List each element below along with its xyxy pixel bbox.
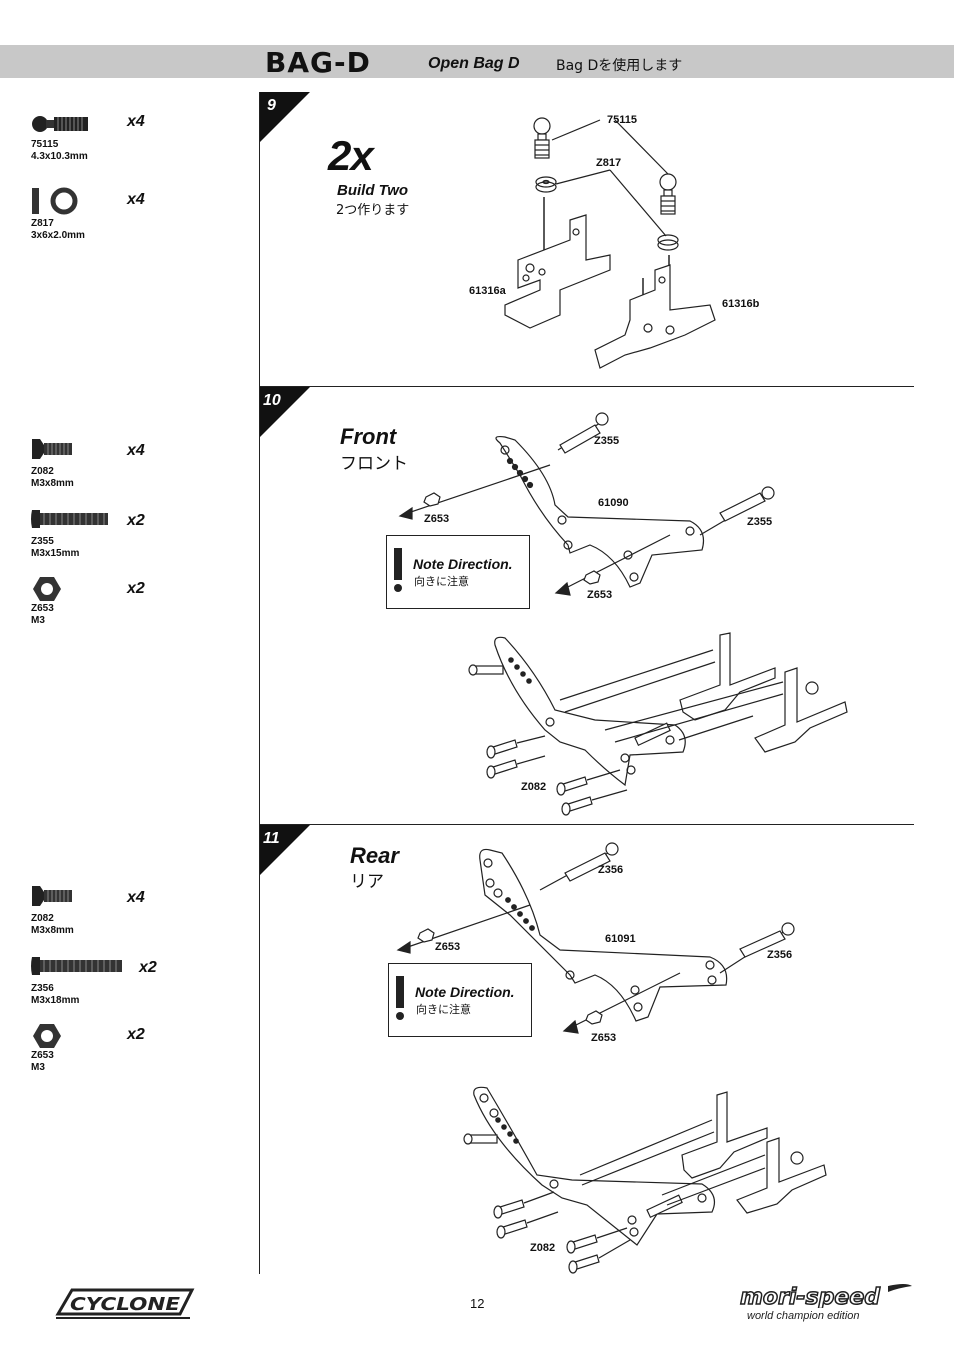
label-z817: Z817 — [596, 157, 622, 169]
part-code-z653-rear: Z653 — [31, 1050, 54, 1061]
bag-title: BAG-D — [265, 46, 371, 79]
exclamation-icon — [396, 976, 404, 1008]
label-z653-left: Z653 — [424, 513, 450, 525]
open-bag-label: Open Bag D — [428, 55, 520, 72]
note-direction-title: Note Direction. — [413, 556, 513, 572]
brand-tagline: world champion edition — [747, 1310, 860, 1322]
page-number: 12 — [470, 1296, 485, 1311]
label-z355-right: Z355 — [747, 516, 773, 528]
label-z082-front: Z082 — [521, 781, 547, 793]
label-61091: 61091 — [605, 933, 636, 945]
ball-stud-icon — [32, 116, 88, 132]
step-11-number: 11 — [263, 830, 280, 847]
part-size-z817: 3x6x2.0mm — [31, 230, 85, 241]
qty-z653-rear: x2 — [127, 1026, 145, 1043]
left-column-divider — [259, 92, 260, 1274]
step-11-exploded-diagram — [396, 842, 795, 1034]
hex-nut-icon — [33, 577, 61, 601]
button-head-screw-icon — [31, 957, 122, 975]
step-divider-9-10 — [259, 386, 914, 387]
part-size-z356: M3x18mm — [31, 995, 80, 1006]
part-size-z355: M3x15mm — [31, 548, 80, 559]
label-z653-right: Z653 — [587, 589, 613, 601]
countersunk-screw-icon — [32, 886, 72, 906]
part-size-z082-rear: M3x8mm — [31, 925, 74, 936]
exclamation-icon — [394, 548, 402, 580]
note-direction-jp: 向きに注意 — [414, 575, 469, 588]
qty-z082-front: x4 — [127, 442, 145, 459]
label-61316a: 61316a — [469, 285, 506, 297]
button-head-screw-icon — [31, 510, 108, 528]
step-11-title-jp: リア — [350, 872, 384, 892]
label-z653-right-rear: Z653 — [591, 1032, 617, 1044]
step-9-title: Build Two — [337, 182, 409, 199]
part-size-75115: 4.3x10.3mm — [31, 151, 88, 162]
cyclone-logo: CYCLONE — [55, 1288, 195, 1319]
mori-speed-logo: mori-speed — [739, 1284, 912, 1308]
part-code-z082-front: Z082 — [31, 466, 54, 477]
step-10-number: 10 — [263, 392, 281, 409]
label-z653-left-rear: Z653 — [435, 941, 461, 953]
part-code-z082-rear: Z082 — [31, 913, 54, 924]
step-11-title: Rear — [350, 843, 399, 868]
exclamation-dot — [396, 1012, 404, 1020]
note-direction-box-front: Note Direction. 向きに注意 — [386, 535, 530, 609]
step-11-marker — [260, 825, 310, 875]
step-10-title: Front — [340, 424, 397, 449]
exclamation-dot — [394, 584, 402, 592]
step-divider-10-11 — [259, 824, 914, 825]
part-size-z653-front: M3 — [31, 615, 45, 626]
step-10-assembly-diagram — [468, 632, 848, 816]
label-z356-right: Z356 — [767, 949, 793, 961]
note-direction-box-rear: Note Direction. 向きに注意 — [388, 963, 532, 1037]
qty-z817: x4 — [127, 191, 145, 208]
part-code-z817: Z817 — [31, 218, 54, 229]
step-10-title-jp: フロント — [340, 454, 408, 474]
qty-z082-rear: x4 — [127, 889, 145, 906]
step-10-exploded-diagram — [398, 412, 775, 596]
part-code-z653-front: Z653 — [31, 603, 54, 614]
part-size-z653-rear: M3 — [31, 1062, 45, 1073]
part-code-z355: Z355 — [31, 536, 54, 547]
countersunk-screw-icon — [32, 439, 72, 459]
label-61316b: 61316b — [722, 298, 760, 310]
label-z356-top: Z356 — [598, 864, 624, 876]
step-9-number: 9 — [267, 97, 276, 114]
part-size-z082-front: M3x8mm — [31, 478, 74, 489]
step-9-multiplier: 2x — [328, 132, 374, 179]
step-9-marker — [260, 92, 310, 142]
open-bag-jp-label: Bag Dを使用します — [556, 58, 683, 74]
header-bar — [0, 45, 954, 78]
hex-nut-icon — [33, 1024, 61, 1048]
part-code-z356: Z356 — [31, 983, 54, 994]
label-z082-rear: Z082 — [530, 1242, 556, 1254]
svg-text:CYCLONE: CYCLONE — [70, 1294, 181, 1315]
step-10-marker — [260, 387, 310, 437]
part-code-75115: 75115 — [31, 139, 59, 150]
qty-z356: x2 — [139, 959, 157, 976]
label-75115: 75115 — [607, 114, 637, 126]
svg-text:mori-speed: mori-speed — [740, 1285, 880, 1308]
step-9-diagram — [504, 117, 716, 369]
spacer-icon — [32, 187, 78, 215]
qty-z355: x2 — [127, 512, 145, 529]
qty-z653-front: x2 — [127, 580, 145, 597]
label-61090: 61090 — [598, 497, 629, 509]
step-9-title-jp: 2つ作ります — [336, 203, 410, 218]
label-z355-top: Z355 — [594, 435, 620, 447]
note-direction-jp: 向きに注意 — [416, 1003, 471, 1016]
note-direction-title: Note Direction. — [415, 984, 515, 1000]
step-11-assembly-diagram — [463, 1086, 827, 1274]
qty-75115: x4 — [127, 113, 145, 130]
